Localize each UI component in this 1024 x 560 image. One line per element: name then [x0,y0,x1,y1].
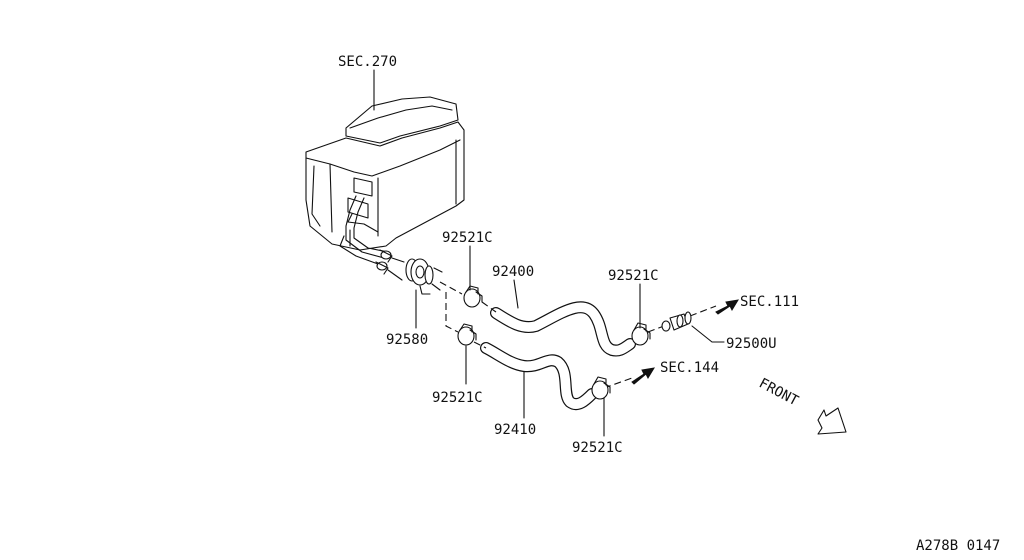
hose-clamp-mid [457,323,477,346]
callout-clamp-top: 92521C [442,230,493,246]
callout-clamp-right: 92521C [608,268,659,284]
engine-block-outline [305,96,465,275]
heater-hose-92410 [480,342,598,411]
callout-hose-92400: 92400 [492,264,534,280]
arrow-to-sec144-icon [631,367,655,385]
heater-valve-92500u [661,311,692,332]
callout-sec270: SEC.270 [338,54,397,70]
front-label: FRONT [756,375,801,409]
callout-valve-92500u: 92500U [726,336,777,352]
callout-sec111: SEC.111 [740,294,799,310]
callout-sec144: SEC.144 [660,360,719,376]
figure-code: A278B 0147 [916,538,1000,554]
hose-clamp-bottom [591,376,611,400]
front-direction-arrow-icon [817,407,847,435]
callout-hose-92410: 92410 [494,422,536,438]
callout-clamp-mid: 92521C [432,390,483,406]
water-pipe-92580 [387,257,443,295]
heater-hose-92400 [490,301,636,357]
hose-clamp-right [631,322,651,346]
callout-leader-lines [373,69,725,437]
callout-pipe-92580: 92580 [386,332,428,348]
callout-clamp-bottom: 92521C [572,440,623,456]
arrow-to-sec111-icon [715,299,739,315]
hose-clamp-top [463,285,483,308]
